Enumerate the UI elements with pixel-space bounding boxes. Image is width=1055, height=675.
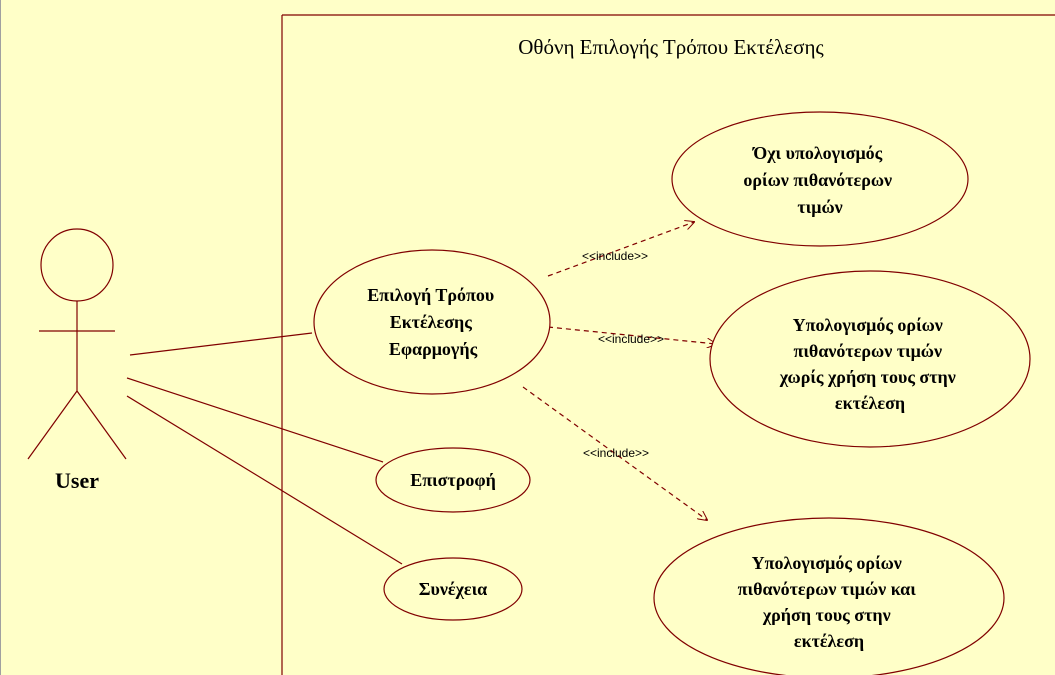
association-continue bbox=[126, 395, 403, 565]
svg-text:Επιλογή Τρόπου Εκτέλεσ: Επιλογή Τρόπου Εκτέλεσης Εφαρμογής bbox=[367, 285, 498, 359]
use-case-no-calc-line-3: τιμών bbox=[797, 197, 842, 217]
use-case-continue-label: Συνέχεια bbox=[419, 579, 487, 599]
use-case-select-mode: Επιλογή Τρόπου Εκτέλεσης Εφαρμογής bbox=[313, 249, 551, 395]
use-case-calc-with-use: Υπολογισμός ορίων πιθανότερων τιμών και … bbox=[653, 517, 1005, 675]
association-select-mode bbox=[129, 332, 313, 356]
use-case-no-calc-line-1: Όχι υπολογισμός bbox=[751, 143, 882, 163]
use-case-continue: Συνέχεια bbox=[383, 557, 523, 621]
use-case-back: Επιστροφή bbox=[375, 447, 531, 513]
use-case-calc-without-use-line-3: χωρίς χρήση τους στην bbox=[779, 367, 956, 387]
use-case-select-mode-line-3: Εφαρμογής bbox=[389, 339, 478, 359]
system-boundary-title: Οθόνη Επιλογής Τρόπου Εκτέλεσης bbox=[518, 35, 824, 59]
use-case-back-label: Επιστροφή bbox=[410, 470, 496, 490]
use-case-calc-without-use-line-2: πιθανότερων τιμών bbox=[793, 341, 942, 361]
use-case-select-mode-line-1: Επιλογή Τρόπου bbox=[367, 285, 494, 305]
include-label-calc-with-use: <<include>> bbox=[583, 446, 649, 460]
svg-text:Υπολογισμός ορίων πιθα: Υπολογισμός ορίων πιθανότερων τιμών και … bbox=[738, 553, 921, 651]
actor-user: User bbox=[27, 228, 127, 493]
use-case-calc-with-use-line-2: πιθανότερων τιμών και bbox=[738, 579, 917, 599]
include-arrow-no-calc bbox=[547, 222, 694, 277]
association-back bbox=[126, 377, 384, 463]
use-case-no-calc: Όχι υπολογισμός ορίων πιθανότερων τιμών bbox=[671, 111, 969, 247]
actor-left-leg bbox=[27, 390, 78, 460]
use-case-calc-with-use-line-3: χρήση τους στην bbox=[762, 605, 891, 625]
include-arrow-calc-with-use bbox=[522, 386, 707, 520]
include-arrow-calc-without-use bbox=[547, 326, 716, 344]
use-case-calc-without-use-line-1: Υπολογισμός ορίων bbox=[793, 315, 943, 335]
use-case-calc-with-use-line-1: Υπολογισμός ορίων bbox=[752, 553, 902, 573]
use-case-calc-without-use: Υπολογισμός ορίων πιθανότερων τιμών χωρί… bbox=[709, 270, 1031, 448]
svg-text:Όχι υπολογισμός ορίων: Όχι υπολογισμός ορίων πιθανότερων τιμών bbox=[743, 143, 896, 217]
use-case-no-calc-line-2: ορίων πιθανότερων bbox=[743, 170, 892, 190]
use-case-calc-with-use-line-4: εκτέλεση bbox=[794, 631, 864, 651]
actor-head bbox=[40, 228, 114, 302]
include-label-calc-without-use: <<include>> bbox=[598, 332, 664, 346]
include-label-no-calc: <<include>> bbox=[582, 249, 648, 263]
use-case-select-mode-line-2: Εκτέλεσης bbox=[390, 312, 473, 332]
svg-text:Υπολογισμός ορίων πιθα: Υπολογισμός ορίων πιθανότερων τιμών χωρί… bbox=[779, 315, 961, 413]
actor-right-leg bbox=[76, 390, 127, 460]
actor-label: User bbox=[55, 468, 99, 493]
use-case-calc-without-use-line-4: εκτέλεση bbox=[835, 393, 905, 413]
